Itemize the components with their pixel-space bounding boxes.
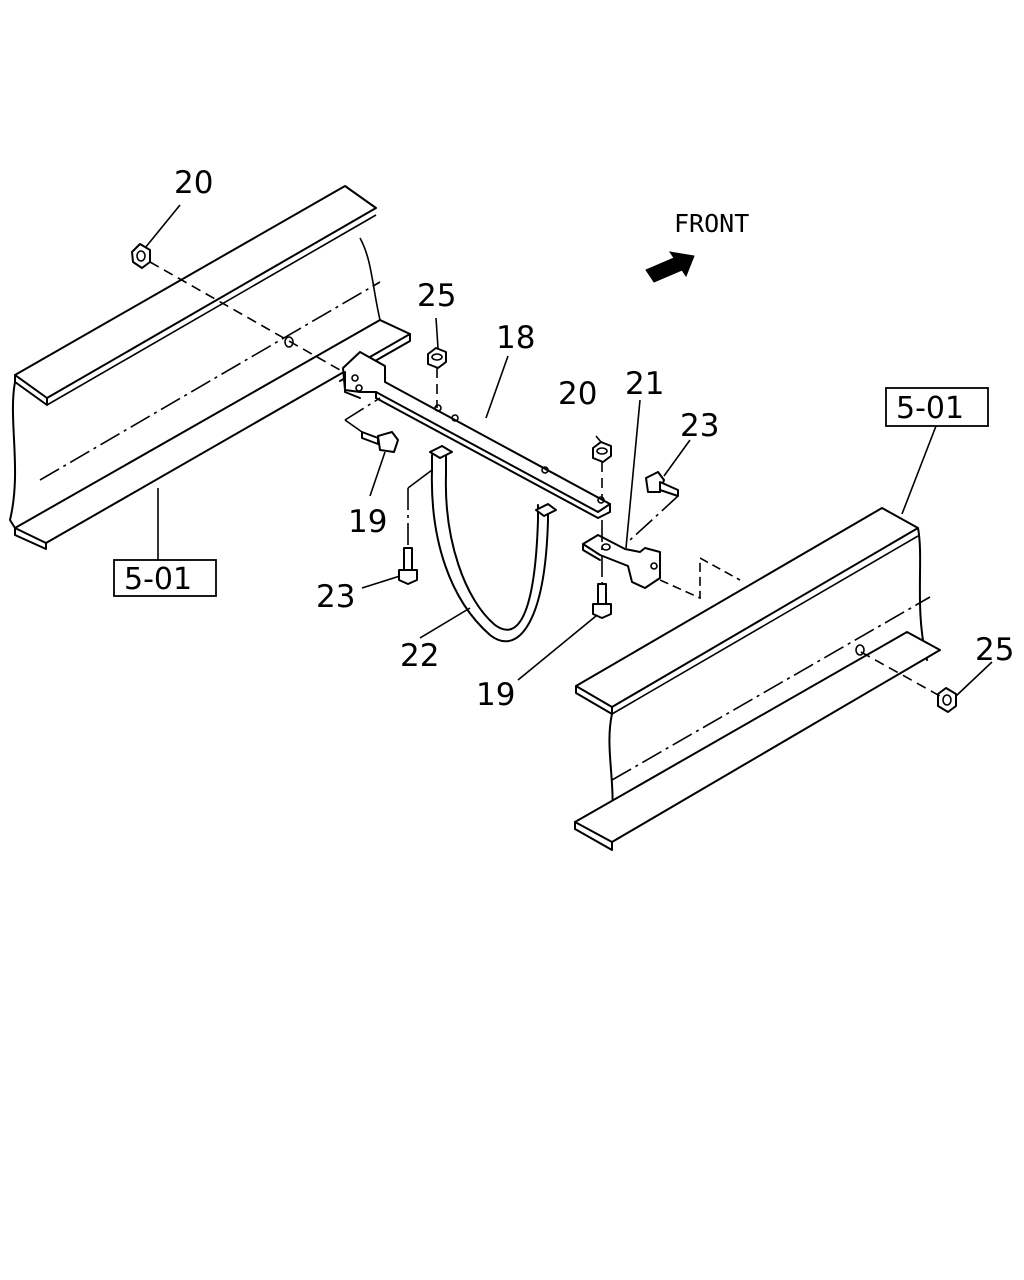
callout-22: 22 <box>400 638 439 674</box>
u-strap <box>429 445 557 643</box>
callout-21: 21 <box>625 366 664 402</box>
bolt-19-left <box>361 431 399 453</box>
callout-25-top: 25 <box>417 278 456 314</box>
reference-box-left[interactable]: 5-01 <box>113 559 217 597</box>
flange-nut-25-top <box>427 347 447 369</box>
reference-right-label: 5-01 <box>896 391 964 426</box>
side-bracket <box>582 534 661 589</box>
reference-left-label: 5-01 <box>124 562 192 597</box>
callout-23-right: 23 <box>680 408 719 444</box>
callout-19-left: 19 <box>348 504 387 540</box>
bolt-23-left <box>398 547 418 585</box>
flange-nut-25-right <box>937 687 957 713</box>
callouts: 20 25 18 20 21 23 19 23 22 19 25 <box>174 165 1014 713</box>
left-frame-rail <box>9 185 411 550</box>
crossmember-bracket <box>342 351 611 519</box>
reference-box-right[interactable]: 5-01 <box>885 387 989 427</box>
callout-20-top: 20 <box>174 165 213 201</box>
callout-20-mid: 20 <box>558 376 597 412</box>
leader-lines <box>144 204 993 697</box>
flange-nut-20-top <box>131 243 151 269</box>
callout-19-right: 19 <box>476 677 515 713</box>
bolt-19-right <box>592 583 612 619</box>
callout-25-right: 25 <box>975 632 1014 668</box>
front-direction-indicator: FRONT <box>645 209 749 283</box>
front-label: FRONT <box>674 209 749 238</box>
right-frame-rail <box>574 507 941 851</box>
bolt-23-right <box>645 471 679 497</box>
callout-18: 18 <box>496 320 535 356</box>
callout-23-left: 23 <box>316 579 355 615</box>
front-arrow-icon <box>645 251 695 283</box>
assembly-lines <box>149 261 941 697</box>
flange-nut-20-mid <box>592 441 612 463</box>
